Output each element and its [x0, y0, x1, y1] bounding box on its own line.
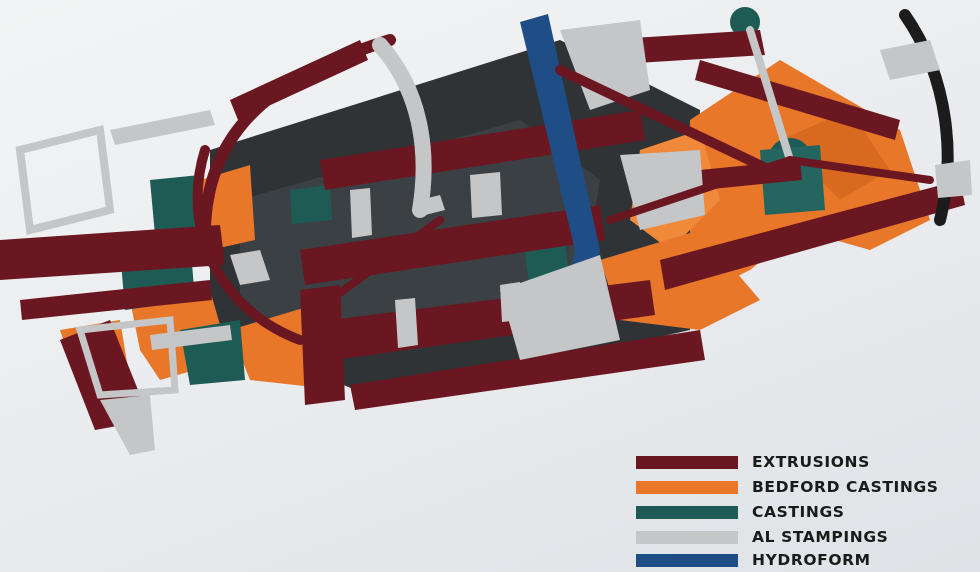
legend-label: EXTRUSIONS: [752, 453, 870, 471]
hydroform-pillar: [520, 14, 600, 330]
legend-label: HYDROFORM: [752, 551, 871, 569]
legend: EXTRUSIONS BEDFORD CASTINGS CASTINGS AL …: [636, 452, 956, 570]
legend-item-hydroform: HYDROFORM: [636, 550, 871, 570]
legend-item-al-stampings: AL STAMPINGS: [636, 527, 888, 547]
legend-item-extrusions: EXTRUSIONS: [636, 452, 870, 472]
legend-item-castings: CASTINGS: [636, 502, 845, 522]
legend-swatch: [636, 480, 738, 494]
legend-item-bedford-castings: BEDFORD CASTINGS: [636, 477, 939, 497]
legend-swatch: [636, 553, 738, 567]
legend-swatch: [636, 530, 738, 544]
legend-label: BEDFORD CASTINGS: [752, 478, 939, 496]
braces: [326, 26, 934, 304]
al-stampings: [15, 20, 972, 455]
legend-label: AL STAMPINGS: [752, 528, 889, 546]
legend-swatch: [636, 455, 738, 469]
legend-label: CASTINGS: [752, 503, 845, 521]
legend-swatch: [636, 505, 738, 519]
